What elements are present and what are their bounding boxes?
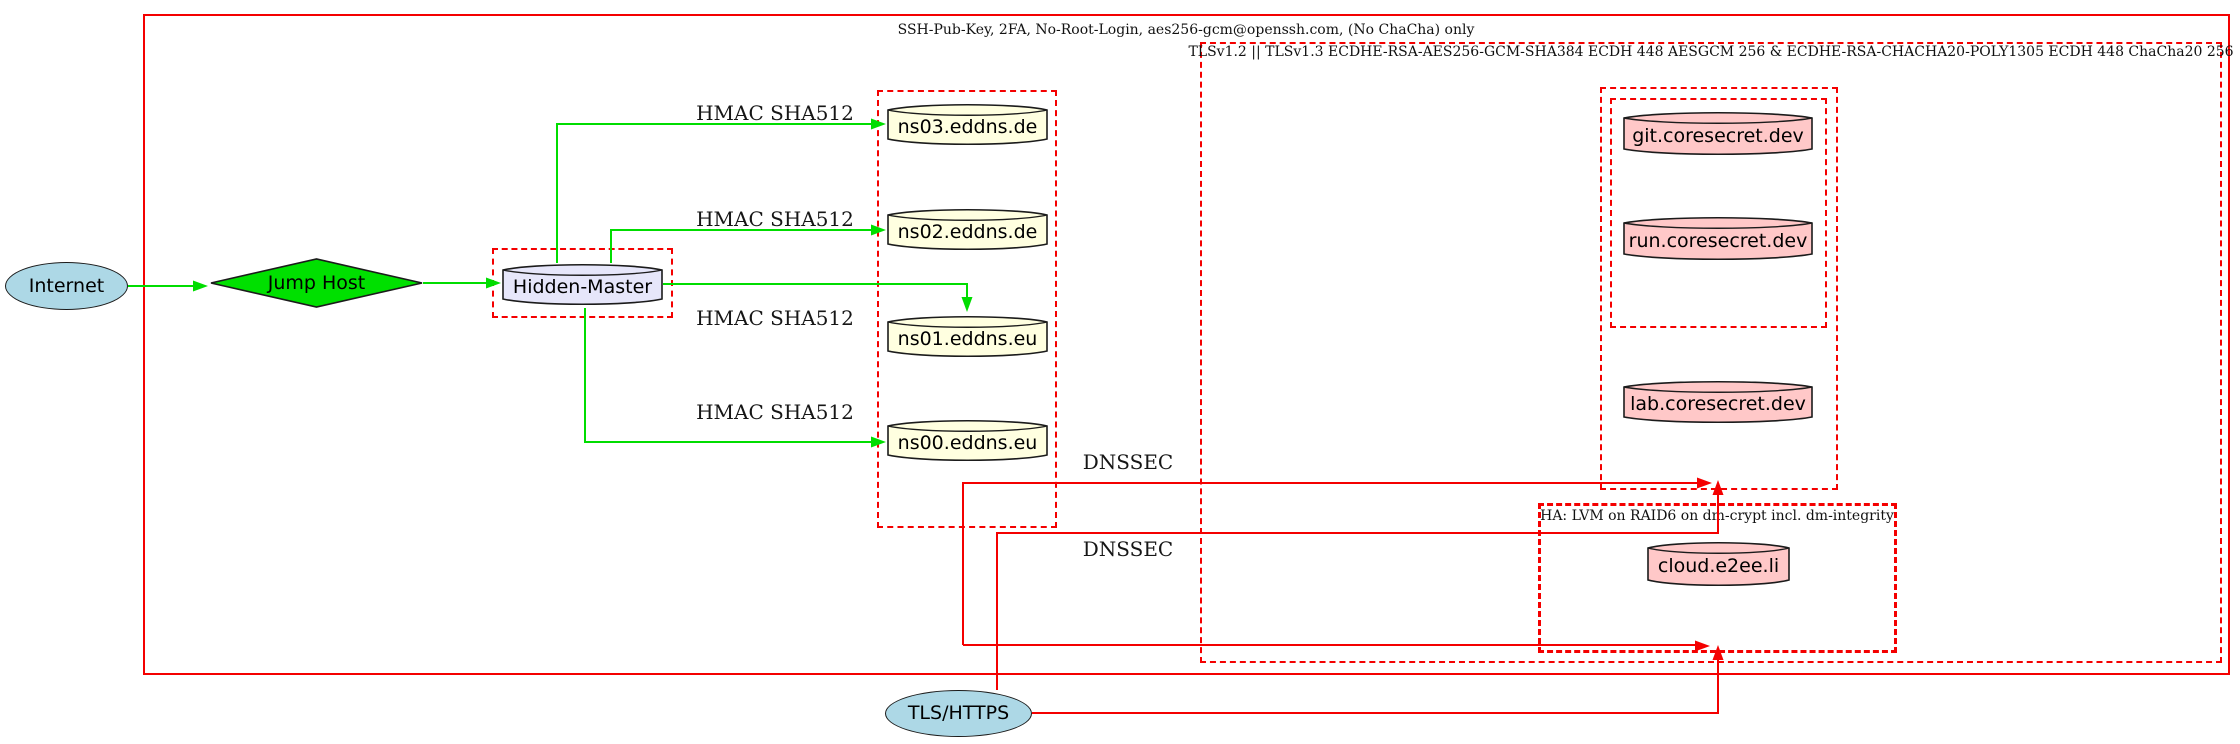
node-label-lab: lab.coresecret.dev <box>1630 393 1806 415</box>
arrowhead-hiddenmaster-to-ns01 <box>961 297 973 312</box>
git-label-wrap: git.coresecret.dev <box>1623 110 1813 157</box>
node-ns00: ns00.eddns.eu <box>887 418 1048 463</box>
ns02-label-wrap: ns02.eddns.de <box>887 207 1048 252</box>
node-ns02: ns02.eddns.de <box>887 207 1048 252</box>
arrowhead-hiddenmaster-to-ns02 <box>871 224 886 236</box>
cylinder-shape <box>887 208 1048 251</box>
cluster-tls-policy <box>1200 42 2222 663</box>
arrowhead-tlshttps-to-hagroup <box>1712 645 1724 660</box>
tls-https-ellipse: TLS/HTTPS <box>885 690 1032 737</box>
node-label-git: git.coresecret.dev <box>1632 124 1804 147</box>
cylinder-shape <box>887 315 1048 358</box>
edge-tlshttps-to-webgroup <box>996 493 1719 690</box>
edge-tlshttps-to-hagroup <box>1032 658 1719 714</box>
node-internet: Internet <box>5 262 128 310</box>
cluster-ssh-policy <box>143 14 2230 675</box>
edge-hiddenmaster-to-ns00 <box>584 308 873 443</box>
node-git: git.coresecret.dev <box>1623 110 1813 157</box>
cylinder-shape <box>502 263 663 306</box>
edge-label-hiddenmaster-to-ns00: HMAC SHA512 <box>696 400 854 424</box>
node-run: run.coresecret.dev <box>1623 215 1813 262</box>
cylinder-shape <box>1623 380 1813 424</box>
hidden-master-label-wrap: Hidden-Master <box>502 262 663 307</box>
arrowhead-dnssec-to-hagroup <box>1695 640 1710 652</box>
node-label-tls-https: TLS/HTTPS <box>907 702 1010 724</box>
node-label-ns03: ns03.eddns.de <box>897 115 1038 138</box>
cluster-label-ssh-policy: SSH-Pub-Key, 2FA, No-Root-Login, aes256-… <box>897 22 1475 38</box>
edge-hiddenmaster-to-ns01 <box>663 283 968 299</box>
edge-label-hiddenmaster-to-ns02: HMAC SHA512 <box>696 207 854 231</box>
node-label-jump-host: Jump Host <box>267 271 366 294</box>
arrowhead-jumphost-to-hiddenmaster <box>486 277 501 289</box>
node-label-ns01: ns01.eddns.eu <box>897 327 1038 350</box>
edge-label-hiddenmaster-to-ns03: HMAC SHA512 <box>696 101 854 125</box>
node-tls-https: TLS/HTTPS <box>885 690 1032 737</box>
cloud-label-wrap: cloud.e2ee.li <box>1647 540 1790 588</box>
internet-ellipse: Internet <box>5 262 128 310</box>
cluster-label-tls-policy: TLSv1.2 || TLSv1.3 ECDHE-RSA-AES256-GCM-… <box>1188 44 2234 60</box>
node-ns03: ns03.eddns.de <box>887 102 1048 147</box>
arrowhead-internet-to-jumphost <box>193 280 208 292</box>
node-jump-host: Jump Host <box>210 258 423 308</box>
cylinder-shape <box>1623 216 1813 261</box>
arrowhead-hiddenmaster-to-ns00 <box>871 436 886 448</box>
node-hidden-master: Hidden-Master <box>502 262 663 307</box>
node-label-internet: Internet <box>28 274 105 297</box>
node-label-ns00: ns00.eddns.eu <box>897 431 1038 454</box>
arrowhead-dnssec-to-webgroup <box>1697 477 1712 489</box>
node-cloud: cloud.e2ee.li <box>1647 540 1790 588</box>
lab-label-wrap: lab.coresecret.dev <box>1623 379 1813 425</box>
arrowhead-hiddenmaster-to-ns03 <box>871 118 886 130</box>
edge-label-hiddenmaster-to-ns01: HMAC SHA512 <box>696 306 854 330</box>
edge-label-dnssec-to-webgroup: DNSSEC <box>1082 450 1174 474</box>
ns01-label-wrap: ns01.eddns.eu <box>887 314 1048 359</box>
edge-dnssec-to-webgroup <box>962 482 1700 645</box>
arrowhead-tlshttps-to-webgroup <box>1712 480 1724 495</box>
run-label-wrap: run.coresecret.dev <box>1623 215 1813 262</box>
cylinder-shape <box>1623 111 1813 156</box>
node-label-ns02: ns02.eddns.de <box>897 220 1038 243</box>
node-label-run: run.coresecret.dev <box>1628 229 1808 252</box>
cluster-dns-group <box>877 90 1057 528</box>
node-label-hidden-master: Hidden-Master <box>512 275 653 298</box>
ns00-label-wrap: ns00.eddns.eu <box>887 418 1048 463</box>
edge-label-tlshttps-to-webgroup: DNSSEC <box>1082 537 1174 561</box>
cluster-git-run-group <box>1610 98 1827 328</box>
node-label-cloud: cloud.e2ee.li <box>1657 555 1780 577</box>
node-ns01: ns01.eddns.eu <box>887 314 1048 359</box>
cylinder-shape <box>887 419 1048 462</box>
edge-hiddenmaster-to-ns03 <box>556 123 873 263</box>
cylinder-shape <box>887 103 1048 146</box>
node-lab: lab.coresecret.dev <box>1623 379 1813 425</box>
ns03-label-wrap: ns03.eddns.de <box>887 102 1048 147</box>
diamond-shape <box>210 258 423 308</box>
edge-hiddenmaster-to-ns02 <box>610 229 873 263</box>
cylinder-shape <box>1647 541 1790 587</box>
jump-host-label-wrap: Jump Host <box>210 258 423 308</box>
